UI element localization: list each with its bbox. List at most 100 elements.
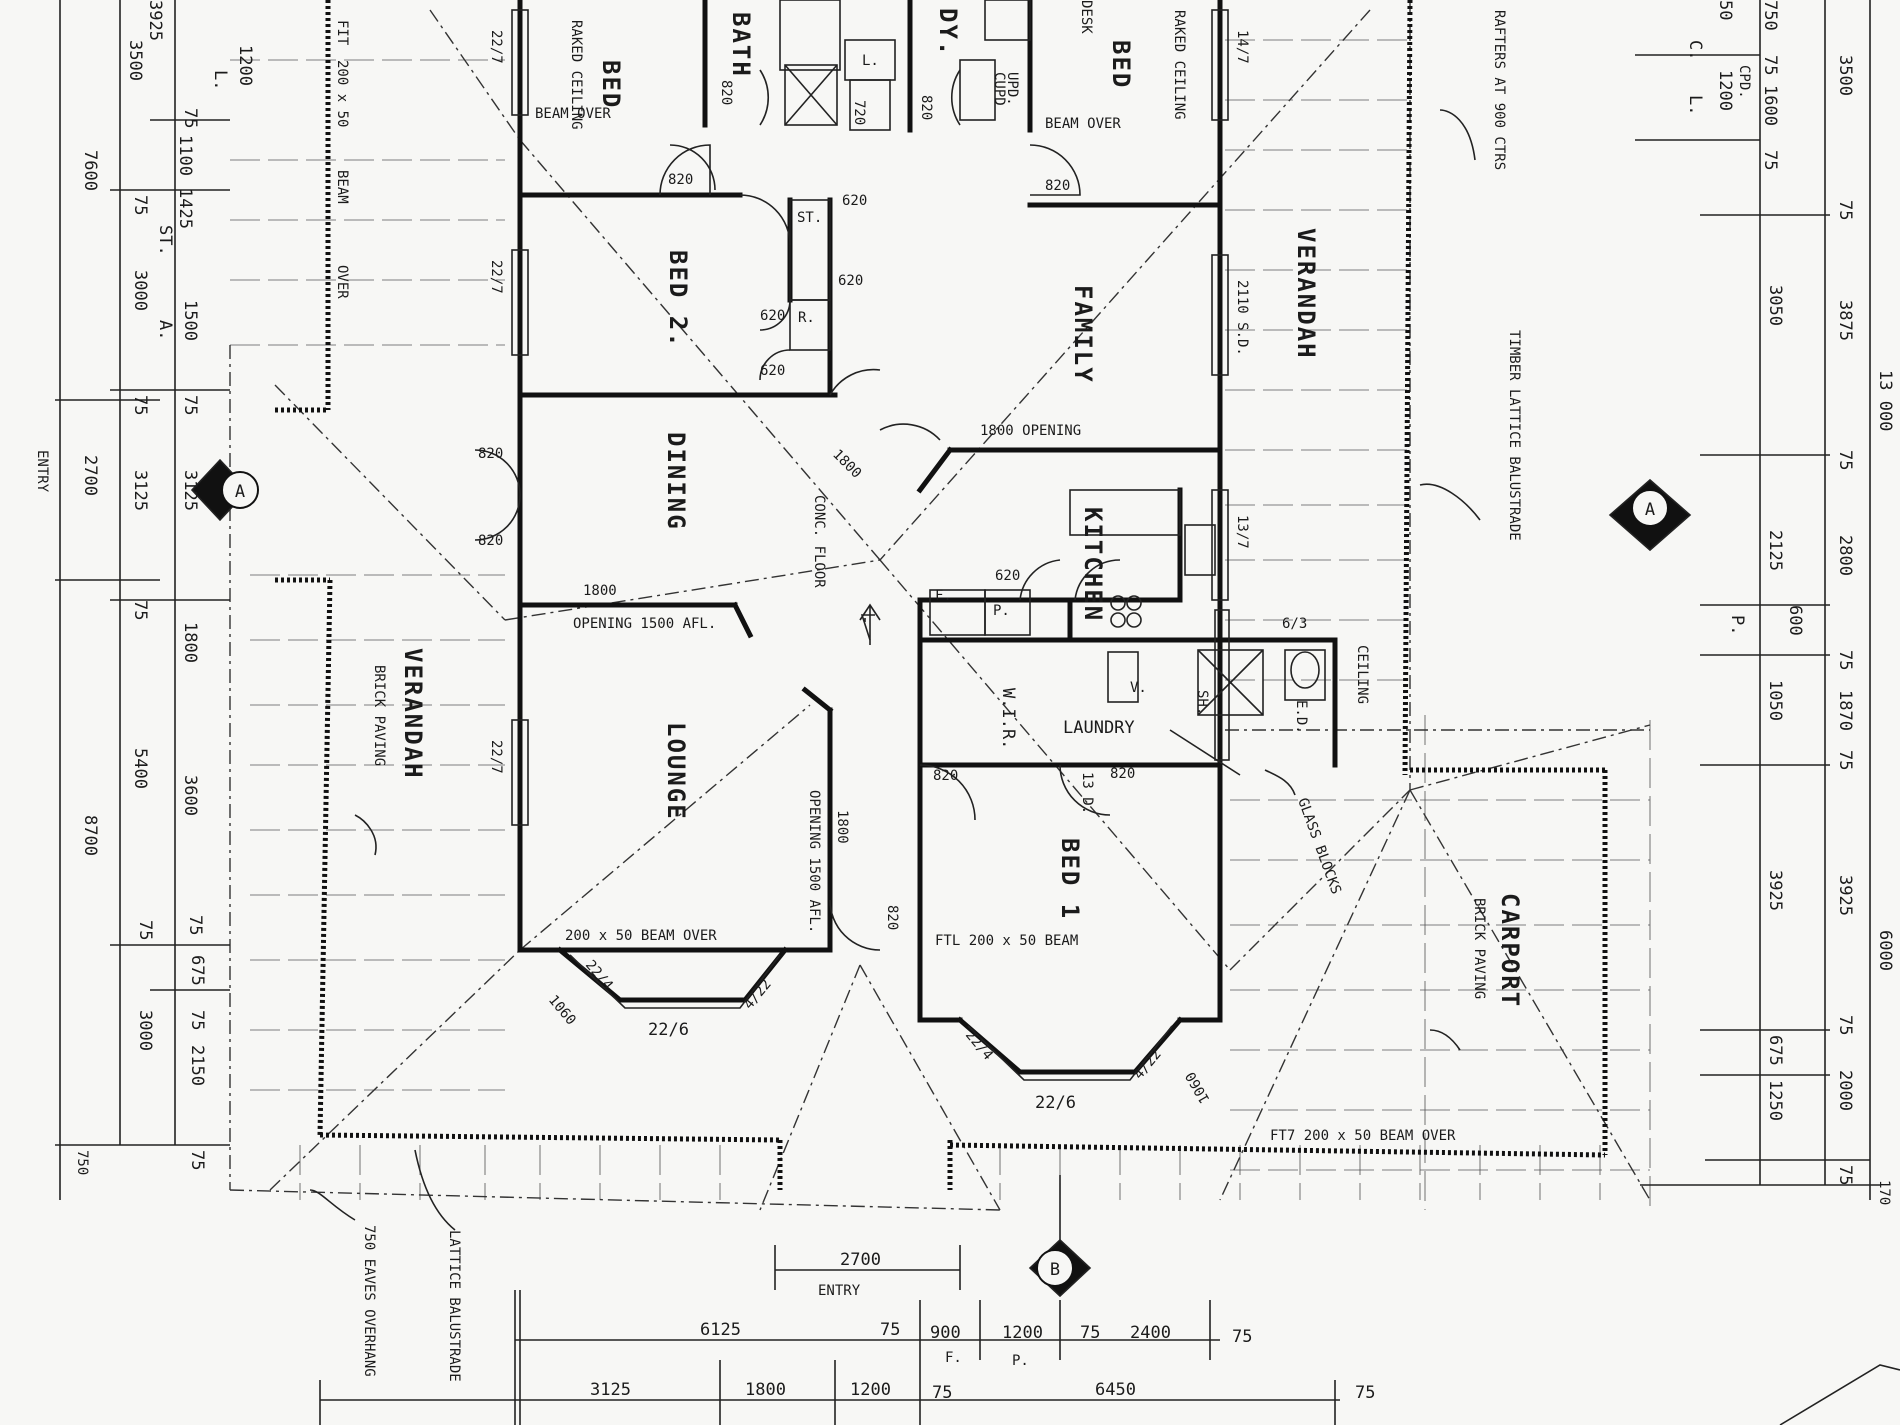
annotations: RAKED CEILING BEAM OVER BEAM OVER RAKED … [34, 10, 1522, 1382]
win-bed2: 22/7 [488, 260, 504, 294]
dl-2700: 2700 [80, 455, 100, 496]
grid-lines [230, 39, 1651, 1210]
dr-675: 675 [1765, 1035, 1785, 1066]
roof-hip-lines [229, 0, 1651, 1211]
note-beam-bed1: FTL 200 x 50 BEAM [935, 933, 1078, 949]
dr-3925b: 3925 [1835, 875, 1855, 916]
section-marker-b: B [1028, 1175, 1092, 1298]
room-wir: W.I.R. [998, 688, 1018, 749]
note-rafters: RAFTERS AT 900 CTRS [1491, 10, 1507, 170]
room-bed2: BED 2. [664, 250, 692, 349]
room-bed1: BED 1 [1056, 838, 1084, 920]
note-ceiling: CEILING [1354, 645, 1370, 704]
db-2400: 2400 [1130, 1323, 1171, 1343]
db-entry-2700: 2700 [840, 1250, 881, 1270]
dl-a: A. [155, 320, 175, 340]
dr-50: 50 [1715, 0, 1735, 20]
dr-1870: 1870 [1835, 690, 1855, 731]
room-study: DY. [934, 8, 962, 57]
note-timber-lattice: TIMBER LATTICE BALUSTRADE [1506, 330, 1522, 541]
room-verandah-left: VERANDAH [399, 648, 427, 780]
bay-r1-label: 4/22 [741, 976, 775, 1012]
room-bed-top-left: BED [597, 60, 625, 109]
dr-p: P. [1727, 615, 1747, 635]
dl-75g: 75 [185, 915, 205, 935]
bay-r2-label: 4/22 [1131, 1046, 1165, 1082]
fixture-sh: SH. [1194, 690, 1210, 715]
fixture-desk: DESK [1078, 0, 1094, 34]
dr-75f: 75 [1835, 750, 1855, 770]
db-f: F. [945, 1350, 962, 1366]
dl-75a: 75 [180, 108, 200, 128]
db-1200: 1200 [1002, 1323, 1043, 1343]
dl-750: 750 [74, 1150, 90, 1175]
dl-3600: 3600 [180, 775, 200, 816]
room-bed-top-right: BED [1107, 40, 1135, 89]
dl-75h: 75 [187, 1010, 207, 1030]
dl-top-1200: 1200 [235, 45, 255, 86]
db-1800: 1800 [745, 1380, 786, 1400]
room-bath: BATH [727, 12, 755, 78]
door-620-c: 620 [760, 308, 785, 324]
bay-bed1-label: 22/6 [1035, 1093, 1076, 1113]
dl-3000: 3000 [130, 270, 150, 311]
dr-3050: 3050 [1765, 285, 1785, 326]
dl-75f: 75 [135, 920, 155, 940]
dr-1200: 1200 [1715, 70, 1735, 111]
room-carport: CARPORT [1496, 893, 1524, 1008]
dr-2125: 2125 [1765, 530, 1785, 571]
dr-3875: 3875 [1835, 300, 1855, 341]
section-a-left-label: A [235, 482, 245, 502]
note-beam-front: FT7 200 x 50 BEAM OVER [1270, 1128, 1456, 1144]
dr-75c: 75 [1835, 200, 1855, 220]
dr-170: 170 [1876, 1180, 1892, 1205]
bay-lounge-label: 22/6 [648, 1020, 689, 1040]
fixtures [779, 0, 1326, 716]
dr-2000: 2000 [1835, 1070, 1855, 1111]
dl-top-l: L. [210, 70, 230, 90]
section-marker-a-right: A [1608, 478, 1692, 552]
dimension-lines [55, 0, 1900, 1425]
dr-3500: 3500 [1835, 55, 1855, 96]
note-fit-beam: BEAM [334, 170, 350, 204]
dr-cpd: CPD. [1736, 65, 1752, 99]
door-820-f: 820 [478, 533, 503, 549]
db-75c: 75 [1232, 1327, 1252, 1347]
fixture-v: V. [1130, 680, 1147, 696]
dl-75i: 75 [187, 1150, 207, 1170]
fixture-pantry: P. [993, 603, 1010, 619]
dl-675: 675 [187, 955, 207, 986]
dimensions-right: C. 50 L. 750 75 1600 CPD. 1200 75 3500 7… [1685, 0, 1895, 1205]
note-fit-200x50: 200 x 50 [334, 60, 350, 127]
room-family: FAMILY [1069, 285, 1097, 384]
dr-l: L. [1685, 95, 1705, 115]
door-620-b: 620 [838, 273, 863, 289]
db-75a: 75 [880, 1320, 900, 1340]
dimensions-bottom: 2700 6125 75 900 F. 1200 P. 75 2400 75 3… [590, 1250, 1375, 1403]
dl-1500: 1500 [180, 300, 200, 341]
dr-75b: 75 [1760, 150, 1780, 170]
note-size-613: 6/3 [1282, 616, 1307, 632]
section-a-right-label: A [1645, 500, 1655, 520]
win-lounge: 22/7 [488, 740, 504, 774]
db-6450: 6450 [1095, 1380, 1136, 1400]
leaders [309, 109, 1481, 1231]
note-brick-paving-left: BRICK PAVING [371, 665, 387, 766]
door-820-i: 820 [884, 905, 900, 930]
dr-750: 750 [1760, 0, 1780, 31]
doors [474, 69, 1121, 951]
dl-75c: 75 [130, 395, 150, 415]
fixture-cupd: CUPD [991, 72, 1007, 106]
room-kitchen: KITCHEN [1079, 507, 1107, 622]
db-900: 900 [930, 1323, 961, 1343]
note-entry-bottom: ENTRY [818, 1283, 861, 1299]
db-75b: 75 [1080, 1323, 1100, 1343]
door-820-e: 820 [478, 446, 503, 462]
dl-1425: 1425 [175, 188, 195, 229]
door-820-h: 820 [1110, 766, 1135, 782]
door-820-d: 820 [918, 95, 934, 120]
dr-1050: 1050 [1765, 680, 1785, 721]
dl-3125: 3125 [130, 470, 150, 511]
fixture-l: L. [862, 53, 879, 69]
